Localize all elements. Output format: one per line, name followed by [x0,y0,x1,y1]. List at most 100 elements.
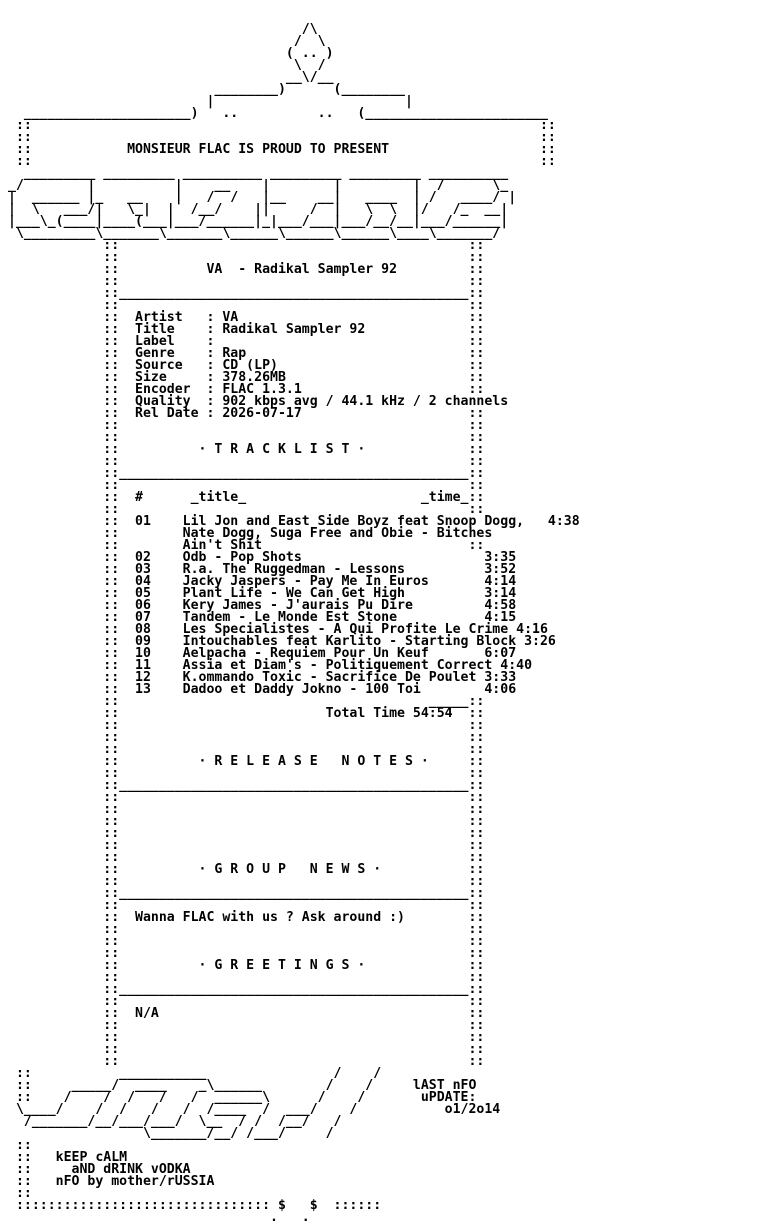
nfo-line: |___\_(____|____(___|___/______|_|___/__… [8,214,509,229]
nfo-line: ( .. ) [8,46,334,61]
nfo-line: :: :: [8,994,485,1009]
nfo-line: :: _____:: [8,694,485,709]
nfo-line: __\/__ [8,70,334,85]
nfo-line: :: :: [8,742,485,757]
nfo-line: :: 06 Kery James - J'aurais Pu Dire 4:58 [8,598,517,613]
nfo-line: | \ ___/| \_| | /__/ || / | \ \ |/ /_ __… [8,202,509,217]
nfo-line: :: :: [8,730,485,745]
nfo-line: | ______ |_ __ | / / |__ __| ____ | / __… [8,190,517,205]
nfo-line: :: · G R E E T I N G S · :: [8,958,485,973]
nfo-line: :: aND dRINK vODKA [8,1162,191,1177]
nfo-line: :: · T R A C K L I S T · :: [8,442,485,457]
nfo-line: ::______________________________________… [8,886,485,901]
nfo-line: :: :: [8,946,485,961]
nfo-line: :: :: [8,970,485,985]
nfo-line: :: _____/ ____ _\______ / / lAST nFO [8,1078,477,1093]
nfo-line: :: Nate Dogg, Suga Free and Obie - Bitch… [8,526,493,541]
nfo-line: /_______/__/___/___/ \__ / / /__/ / [8,1114,342,1129]
nfo-line: /\ [8,22,318,37]
nfo-line: :: Genre : Rap :: [8,346,485,361]
nfo-line: | | [8,94,413,109]
nfo-line: :: · G R O U P N E W S · :: [8,862,485,877]
nfo-line: :: 07 Tandem - Le Monde Est Stone 4:15 [8,610,517,625]
nfo-line: :: 10 Aelpacha - Requiem Pour Un Keuf 6:… [8,646,517,661]
nfo-line: :: :: [8,802,485,817]
nfo-line: :: :: [8,922,485,937]
nfo-line: :: :: [8,1018,485,1033]
nfo-line: :: 12 K.ommando Toxic - Sacrifice De Pou… [8,670,517,685]
nfo-line: :: 05 Plant Life - We Can Get High 3:14 [8,586,517,601]
nfo-line: :: ___________ / / [8,1066,382,1081]
nfo-line: :: :: [8,454,485,469]
nfo-line: :: :: [8,850,485,865]
nfo-line: :: Source : CD (LP) :: [8,358,485,373]
nfo-line: :: :: [8,826,485,841]
nfo-line: :: :: [8,418,485,433]
nfo-line: :: 01 Lil Jon and East Side Boyz feat Sn… [8,514,580,529]
nfo-line: :: Quality : 902 kbps avg / 44.1 kHz / 2… [8,394,509,409]
nfo-line: :: kEEP cALM [8,1150,128,1165]
nfo-line: :: :: [8,238,485,253]
nfo-line: :: :: [8,430,485,445]
nfo-line: :: :: [8,274,485,289]
nfo-line: :: :: [8,118,556,133]
nfo-line: _____________________) .. .. (__________… [8,106,548,121]
nfo-line: \____/ / / / / /____ / ___/ / o1/2o14 [8,1102,501,1117]
nfo-line: / \ [8,34,326,49]
nfo-line: :: N/A :: [8,1006,485,1021]
nfo-line: :: :: [8,154,556,169]
nfo-line: :: 09 Intouchables feat Karlito - Starti… [8,634,556,649]
nfo-line: :: MONSIEUR FLAC IS PROUD TO PRESENT :: [8,142,556,157]
nfo-line: :: 11 Assia et Diam's - Politiquement Co… [8,658,533,673]
nfo-line: :: :: [8,766,485,781]
nfo-line: :: Encoder : FLAC 1.3.1 :: [8,382,485,397]
nfo-line: :: Wanna FLAC with us ? Ask around :) :: [8,910,485,925]
nfo-line: :: 02 Odb - Pop Shots 3:35 [8,550,517,565]
nfo-line: :: [8,1186,32,1201]
nfo-line: :: [8,1138,32,1153]
nfo-line: :: / / / / / ______\ / / uPDATE: [8,1090,477,1105]
nfo-line: \ / [8,58,326,73]
nfo-line: :: 13 Dadoo et Daddy Jokno - 100 Toi 4:0… [8,682,517,697]
nfo-art-text: /\ / \ ( .. ) \ / __\/__ ________) [8,22,580,1225]
nfo-line: :: :: [8,814,485,829]
nfo-line: ________) (________ [8,82,405,97]
nfo-line: :: 04 Jacky Jaspers - Pay Me In Euros 4:… [8,574,517,589]
nfo-line: :: :: [8,130,556,145]
nfo-line: ::______________________________________… [8,466,485,481]
nfo-line: :: Ain't Shit :: [8,538,485,553]
nfo-line: :: :: [8,250,485,265]
nfo-line: . . [8,1210,310,1225]
nfo-line: :::::::::::::::::::::::::::::::: $ $ :::… [8,1198,382,1213]
nfo-line: :: Total Time 54:54 :: [8,706,485,721]
nfo-line: :: :: [8,838,485,853]
nfo-line: :: :: [8,874,485,889]
nfo-line: \_______/__/ /___/ / [8,1126,334,1141]
nfo-line: ::______________________________________… [8,982,485,997]
nfo-line: :: 03 R.a. The Ruggedman - Lessons 3:52 [8,562,517,577]
nfo-line: :: VA - Radikal Sampler 92 :: [8,262,485,277]
nfo-line: :: Rel Date : 2026-07-17 :: [8,406,485,421]
nfo-line: :: :: [8,790,485,805]
nfo-line: :: 08 Les Specialistes - A Qui Profite L… [8,622,548,637]
nfo-line: \_________\_______\_______\______\______… [8,226,501,241]
nfo-line: :: Title : Radikal Sampler 92 :: [8,322,485,337]
nfo-line: :: :: [8,934,485,949]
nfo-line: :: :: [8,1054,485,1069]
nfo-line: _/ | | __ | | | / \_ [8,178,509,193]
nfo-line: :: :: [8,502,485,517]
nfo-line: :: :: [8,478,485,493]
nfo-line: _________ _________ __________ _________… [8,166,509,181]
nfo-line: ::______________________________________… [8,778,485,793]
nfo-line: :: # _title_ _time_:: [8,490,485,505]
nfo-line: :: Artist : VA :: [8,310,485,325]
nfo-line: :: Label : :: [8,334,485,349]
nfo-line: :: :: [8,1042,485,1057]
nfo-line: ::______________________________________… [8,286,485,301]
nfo-line: :: :: [8,298,485,313]
nfo-line: :: nFO by mother/rUSSIA [8,1174,215,1189]
nfo-line: :: :: [8,718,485,733]
nfo-line: :: · R E L E A S E N O T E S · :: [8,754,485,769]
nfo-line: :: :: [8,898,485,913]
nfo-line: :: :: [8,1030,485,1045]
